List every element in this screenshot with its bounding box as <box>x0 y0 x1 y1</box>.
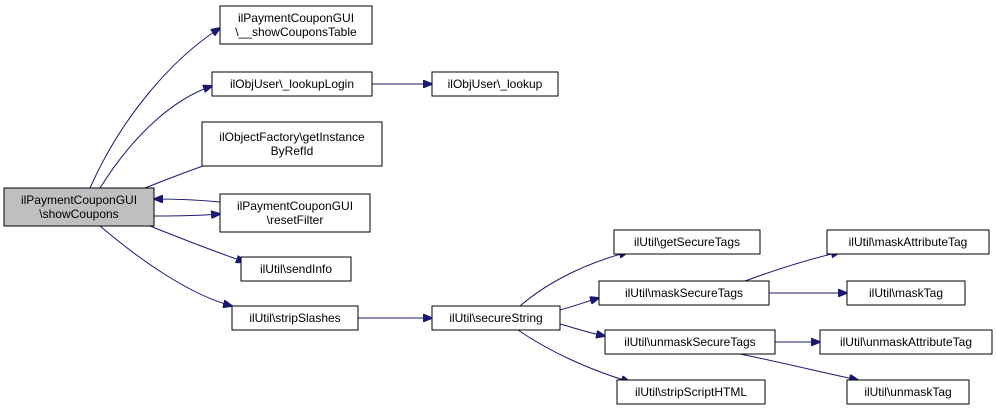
node-box <box>819 329 993 355</box>
node-label: ilPaymentCouponGUI <box>237 199 353 213</box>
node-box <box>3 187 155 227</box>
node-label: ilObjectFactory\getInstance <box>219 130 365 144</box>
node-box <box>219 193 371 233</box>
edge-showCoupons-to-lookupLogin <box>99 86 212 189</box>
node-box <box>211 71 373 97</box>
edge-resetFilter-to-showCoupons <box>154 199 221 202</box>
node-label: \showCoupons <box>39 207 118 221</box>
node-label: ilUtil\unmaskSecureTags <box>624 335 755 349</box>
node-box <box>846 280 966 306</box>
node-box <box>613 229 761 255</box>
node-label: ilUtil\stripSlashes <box>249 311 340 325</box>
node-label: \resetFilter <box>267 213 324 227</box>
edge-secureString-to-stripScriptHTML <box>517 329 630 382</box>
edge-secureString-to-maskSecureTags <box>559 298 599 311</box>
node-box <box>240 256 352 282</box>
node-label: ilUtil\unmaskAttributeTag <box>840 335 972 349</box>
node-label: ilUtil\secureString <box>449 311 542 325</box>
node-label: ilUtil\maskSecureTags <box>625 286 743 300</box>
edge-secureString-to-getSecureTags <box>519 252 628 307</box>
node-label: ilUtil\getSecureTags <box>634 235 740 249</box>
edge-showCoupons-to-resetFilter <box>153 214 220 216</box>
node-label: ilPaymentCouponGUI <box>21 193 137 207</box>
node-label: ilUtil\stripScriptHTML <box>635 385 747 399</box>
node-stripSlashes[interactable]: ilUtil\stripSlashes <box>231 305 359 331</box>
node-getSecureTags[interactable]: ilUtil\getSecureTags <box>613 229 761 255</box>
node-lookup[interactable]: ilObjUser\_lookup <box>431 71 559 97</box>
node-label: ilUtil\sendInfo <box>260 262 332 276</box>
node-label: ilUtil\unmaskTag <box>864 385 951 399</box>
node-box <box>604 329 776 355</box>
node-maskSecureTags[interactable]: ilUtil\maskSecureTags <box>598 280 770 306</box>
node-unmaskAttributeTag[interactable]: ilUtil\unmaskAttributeTag <box>819 329 993 355</box>
edge-unmaskSecureTags-to-unmaskTag <box>739 353 858 380</box>
node-maskAttributeTag[interactable]: ilUtil\maskAttributeTag <box>826 229 990 255</box>
node-showCoupons[interactable]: ilPaymentCouponGUI\showCoupons <box>3 187 155 227</box>
node-box <box>598 280 770 306</box>
edge-showCoupons-to-showCouponsTable <box>89 28 220 189</box>
nodes: ilPaymentCouponGUI\showCouponsilPaymentC… <box>3 5 993 405</box>
node-label: ilObjUser\_lookup <box>448 77 543 91</box>
node-resetFilter[interactable]: ilPaymentCouponGUI\resetFilter <box>219 193 371 233</box>
node-stripScriptHTML[interactable]: ilUtil\stripScriptHTML <box>616 379 766 405</box>
node-box <box>616 379 766 405</box>
node-box <box>431 71 559 97</box>
node-unmaskTag[interactable]: ilUtil\unmaskTag <box>846 379 970 405</box>
node-box <box>219 5 373 45</box>
edge-maskSecureTags-to-maskAttributeTag <box>744 252 840 282</box>
node-label: ilPaymentCouponGUI <box>238 11 354 25</box>
edge-showCoupons-to-stripSlashes <box>99 225 232 306</box>
node-box <box>846 379 970 405</box>
node-unmaskSecureTags[interactable]: ilUtil\unmaskSecureTags <box>604 329 776 355</box>
node-label: ilObjUser\_lookupLogin <box>230 77 354 91</box>
node-box <box>431 305 561 331</box>
node-label: ByRefId <box>271 144 314 158</box>
node-lookupLogin[interactable]: ilObjUser\_lookupLogin <box>211 71 373 97</box>
node-box <box>231 305 359 331</box>
node-label: ilUtil\maskTag <box>869 286 943 300</box>
edge-secureString-to-unmaskSecureTags <box>559 323 605 336</box>
node-maskTag[interactable]: ilUtil\maskTag <box>846 280 966 306</box>
node-showCouponsTable[interactable]: ilPaymentCouponGUI\__showCouponsTable <box>219 5 373 45</box>
node-box <box>201 121 383 167</box>
node-label: ilUtil\maskAttributeTag <box>849 235 968 249</box>
edge-showCoupons-to-sendInfo <box>149 225 245 262</box>
node-box <box>826 229 990 255</box>
node-label: \__showCouponsTable <box>235 25 357 39</box>
node-sendInfo[interactable]: ilUtil\sendInfo <box>240 256 352 282</box>
node-secureString[interactable]: ilUtil\secureString <box>431 305 561 331</box>
